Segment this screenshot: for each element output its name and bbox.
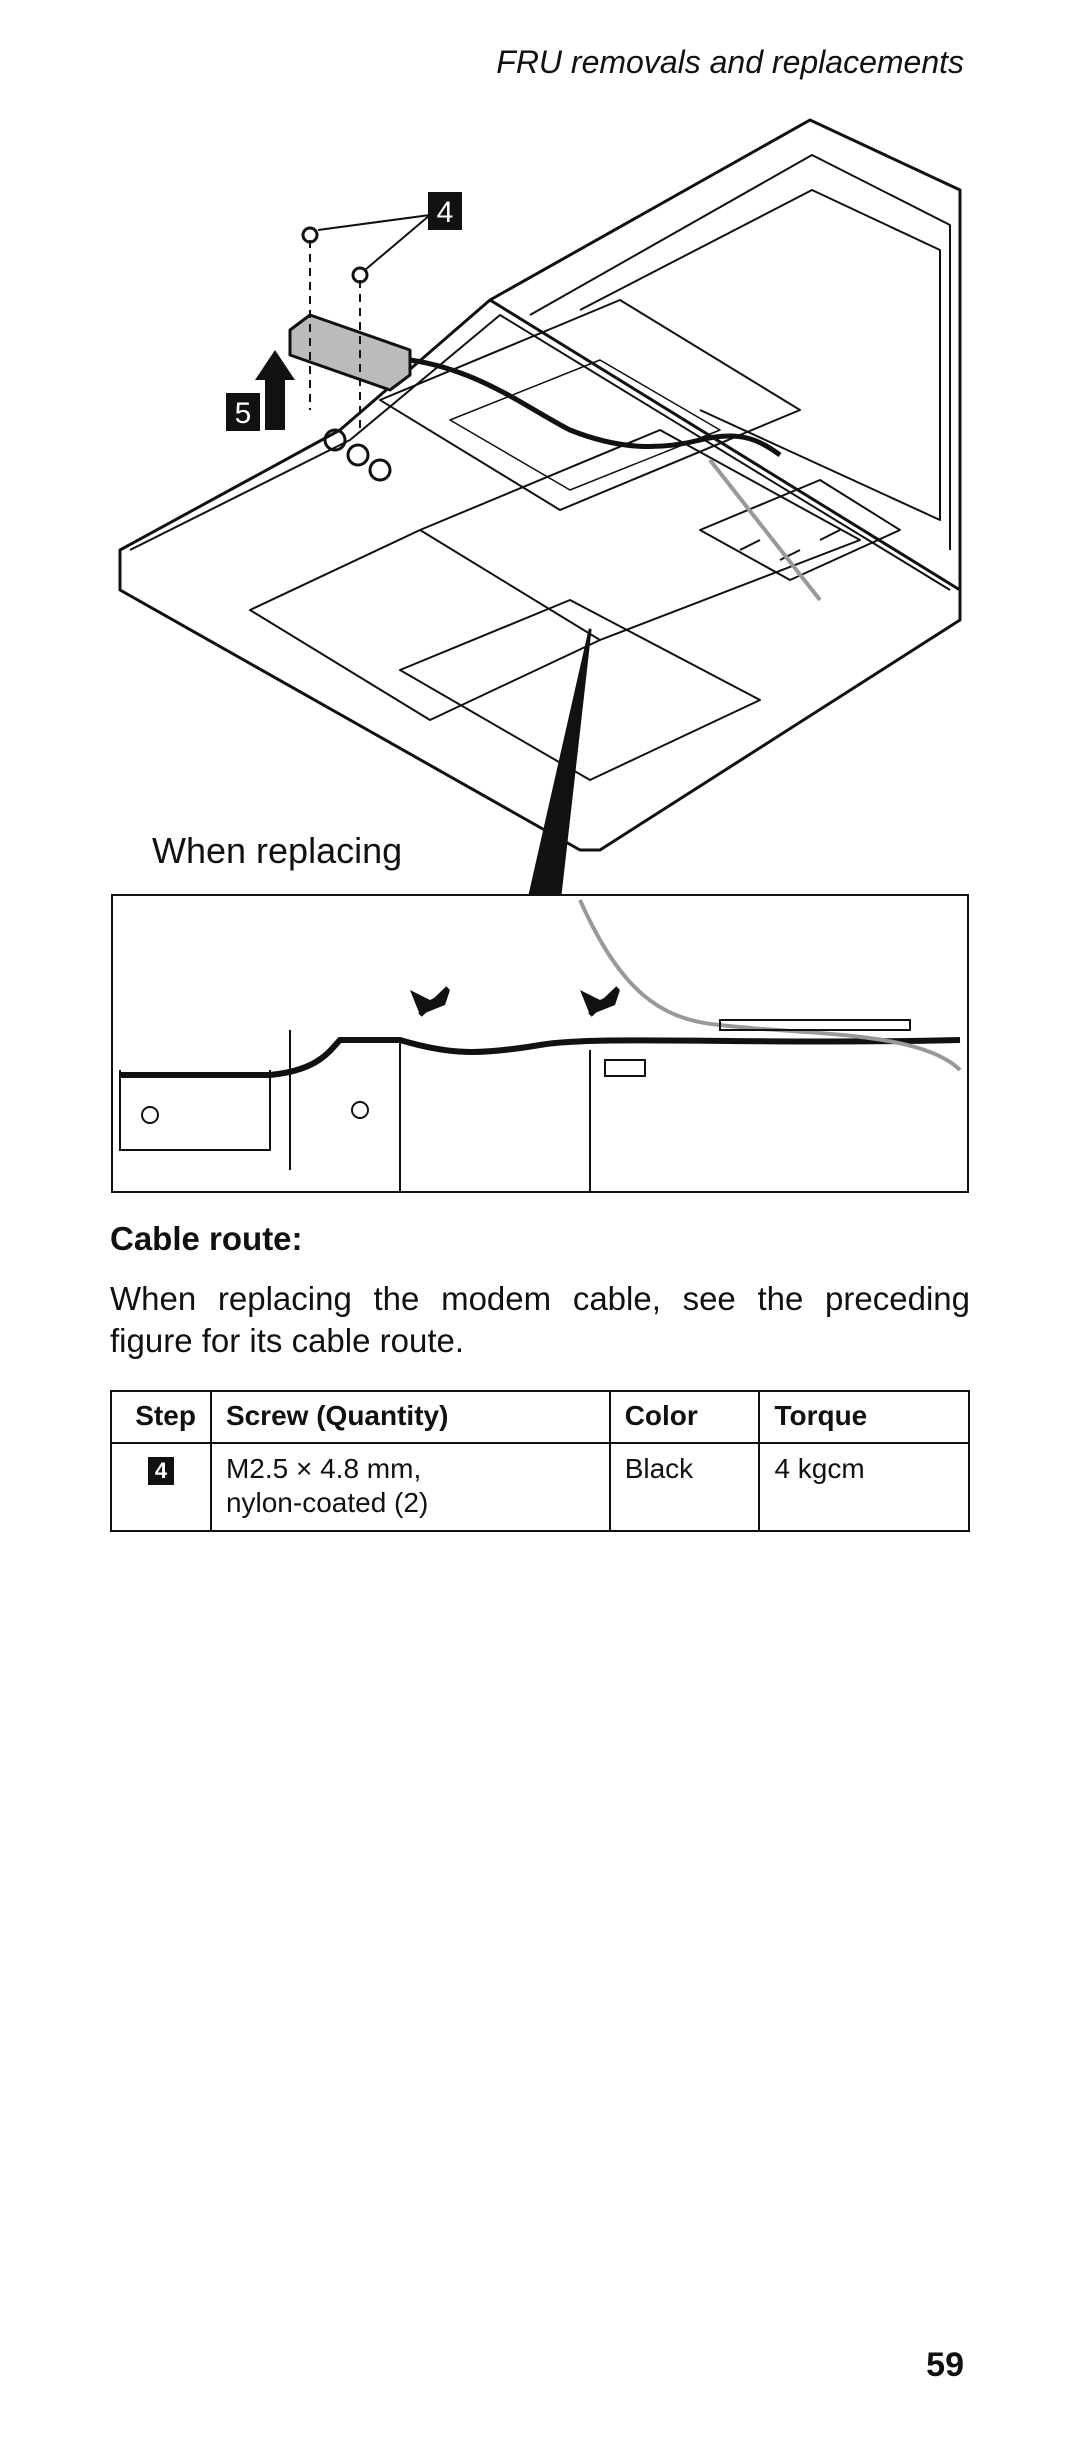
header-step: Step xyxy=(110,1390,212,1444)
base-chassis xyxy=(118,298,962,852)
step-badge: 4 xyxy=(147,1457,174,1485)
detail-leader xyxy=(528,628,592,896)
detail-caption: When replacing xyxy=(152,830,403,871)
screw-spec-table: Step Screw (Quantity) Color Torque 4 M2.… xyxy=(110,1390,970,1532)
header-color: Color xyxy=(608,1390,761,1444)
callout-5-badge xyxy=(226,393,260,431)
detail-arrow-2-shaft xyxy=(588,986,620,1017)
modem-bracket xyxy=(288,313,412,392)
pc-card-arrows xyxy=(739,529,841,561)
detail-view xyxy=(111,894,969,1193)
internal-component xyxy=(449,359,721,491)
detail-screw-hole-2 xyxy=(351,1101,369,1119)
page-number: 59 xyxy=(926,2346,964,2384)
lift-arrow-icon xyxy=(255,350,295,430)
screw-spec-line2: nylon-coated (2) xyxy=(225,1487,429,1518)
assembly-figure: 4 5 xyxy=(100,110,980,1200)
cell-color: Black xyxy=(608,1442,761,1532)
header-screw: Screw (Quantity) xyxy=(209,1390,611,1444)
screw-2 xyxy=(351,266,369,284)
assembly-illustration: 4 5 xyxy=(111,118,969,1193)
header-torque: Torque xyxy=(758,1390,970,1444)
internal-board xyxy=(379,299,801,511)
detail-connector xyxy=(719,1019,911,1031)
section-body: When replacing the modem cable, see the … xyxy=(110,1280,970,1359)
cell-screw: M2.5 × 4.8 mm, nylon-coated (2) xyxy=(209,1442,611,1532)
callout-4-label: 4 xyxy=(437,196,454,229)
running-header: FRU removals and replacements xyxy=(496,44,964,80)
screw-spec-line1: M2.5 × 4.8 mm, xyxy=(225,1453,422,1484)
modem-cable xyxy=(409,357,782,458)
display-lid-outline xyxy=(489,118,962,590)
callout-5-label: 5 xyxy=(235,397,252,430)
capacitor-2 xyxy=(346,443,370,467)
capacitor-1 xyxy=(323,428,347,452)
cell-step: 4 xyxy=(110,1442,212,1532)
display-panel xyxy=(579,189,941,521)
cell-torque: 4 kgcm xyxy=(758,1442,970,1532)
screw-guides xyxy=(309,240,361,430)
callout-4-badge xyxy=(428,192,462,230)
detail-modem-cable xyxy=(120,1037,961,1078)
table-row: 4 M2.5 × 4.8 mm, nylon-coated (2) Black … xyxy=(110,1442,970,1532)
capacitor-3 xyxy=(368,458,392,482)
display-lid-inner xyxy=(529,154,951,550)
battery-bay xyxy=(399,599,761,781)
base-top-edge xyxy=(129,314,951,591)
pc-card-slot xyxy=(699,479,901,581)
detail-arrow-1-shaft xyxy=(418,986,450,1017)
keyboard-area xyxy=(419,429,861,641)
screw-leader-lines xyxy=(317,214,431,271)
detail-chassis-lines xyxy=(119,1030,591,1192)
table-header-row: Step Screw (Quantity) Color Torque xyxy=(110,1390,970,1444)
section-title: Cable route: xyxy=(110,1220,303,1257)
detail-screw-hole-1 xyxy=(141,1106,159,1124)
screw-1 xyxy=(301,226,319,244)
gray-cable xyxy=(708,458,822,602)
detail-latch xyxy=(604,1059,646,1077)
